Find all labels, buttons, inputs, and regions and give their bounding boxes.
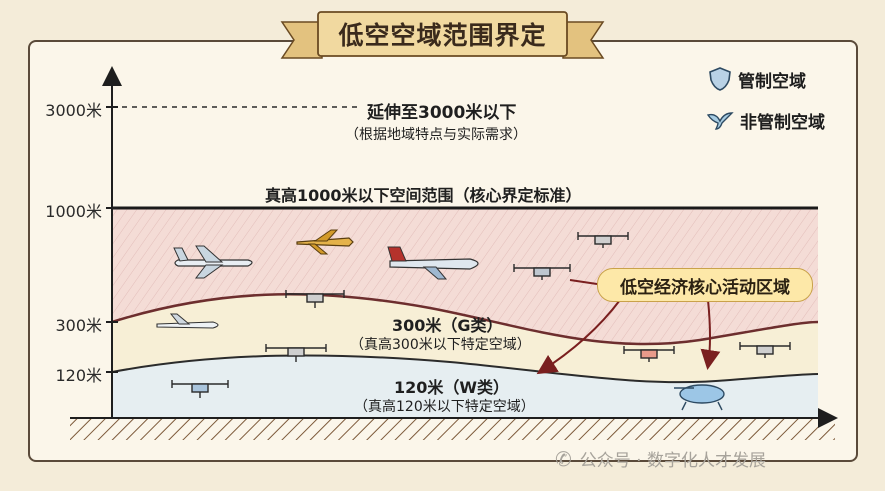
core-standard-label: 真高1000米以下空间范围（核心界定标准） xyxy=(265,182,582,206)
page-title: 低空空域范围界定 xyxy=(320,14,565,54)
y-tick-120: 120米 xyxy=(22,362,102,386)
w-class-sublabel: （真高120米以下特定空域） xyxy=(354,396,535,416)
w-class-label: 120米（W类） xyxy=(394,374,509,398)
legend-item-controlled: 管制空域 xyxy=(708,66,806,92)
extend-sublabel: （根据地域特点与实际需求） xyxy=(345,124,527,144)
y-tick-1000: 1000米 xyxy=(22,198,102,222)
y-tick-300: 300米 xyxy=(22,312,102,336)
legend-uncontrolled-label: 非管制空域 xyxy=(740,108,825,133)
g-class-sublabel: （真高300米以下特定空域） xyxy=(350,334,531,354)
legend-controlled-label: 管制空域 xyxy=(738,67,806,92)
watermark: ✆ 公众号 · 数字化人才发展 xyxy=(555,446,766,471)
legend-item-uncontrolled: 非管制空域 xyxy=(706,108,825,133)
watermark-text: 公众号 · 数字化人才发展 xyxy=(580,446,766,471)
wechat-icon: ✆ xyxy=(555,447,572,471)
core-zone-label: 低空经济核心活动区域 xyxy=(597,268,813,302)
g-class-label: 300米（G类） xyxy=(392,312,503,336)
extend-label: 延伸至3000米以下 xyxy=(367,98,516,123)
shield-icon xyxy=(708,66,732,92)
bird-icon xyxy=(706,109,734,133)
ground-strip xyxy=(70,418,835,440)
y-tick-3000: 3000米 xyxy=(22,97,102,121)
